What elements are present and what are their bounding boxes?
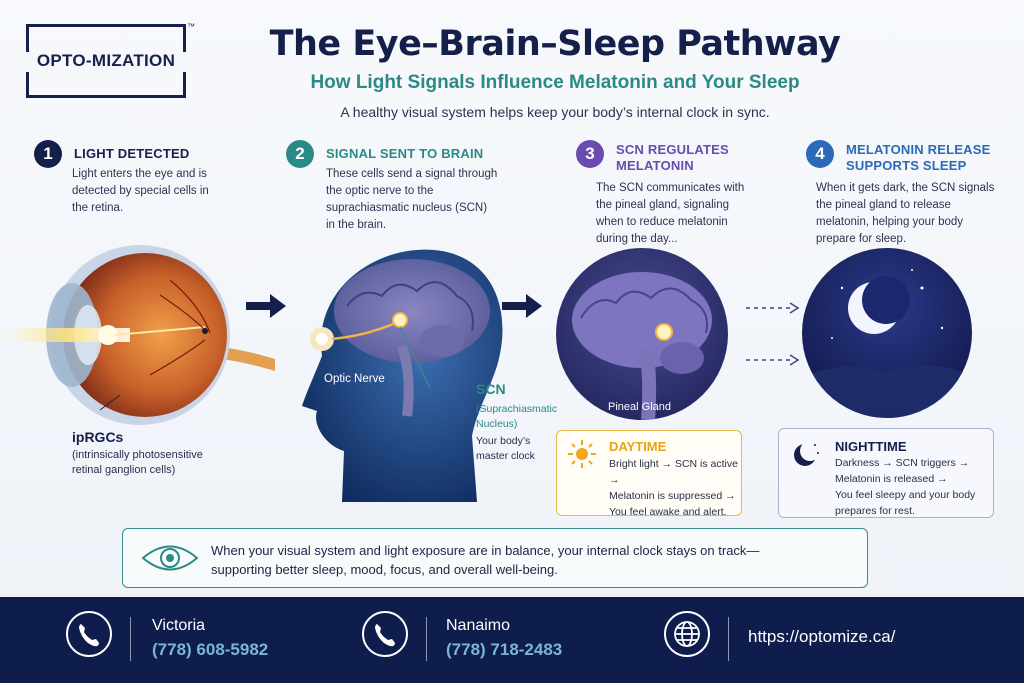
daytime-box: DAYTIME Bright light → SCN is active →Me… [556,430,742,518]
night-sky-illustration [802,248,972,418]
logo-text: OPTO-MIZATION [36,51,176,70]
eye-icon [141,545,199,571]
phone-icon[interactable] [66,611,112,657]
balance-banner: When your visual system and light exposu… [122,528,868,588]
eye-illustration [0,245,275,425]
daytime-title: DAYTIME [609,439,667,454]
step-number: 1 [34,140,62,168]
sun-icon [568,440,596,468]
step-title: LIGHT DETECTED [74,146,190,161]
brand-logo: OPTO-MIZATION ™ [22,22,195,98]
nighttime-box: NIGHTTIME Darkness → SCN triggers →Melat… [778,428,994,518]
iprgcs-label: ipRGCs [72,429,124,445]
pineal-gland-label: Pineal Gland [608,401,671,413]
trademark: ™ [187,22,195,31]
nighttime-text: Darkness → SCN triggers →Melatonin is re… [835,457,976,517]
phone-icon[interactable] [362,611,408,657]
page-subtitle: How Light Signals Influence Melatonin an… [310,72,800,93]
arrow-right-icon [502,294,542,318]
head-brain-illustration [302,249,503,502]
step-1: 1 LIGHT DETECTED Light enters the eye an… [34,140,244,220]
scn-label: SCN [476,381,506,397]
banner-text: When your visual system and light exposu… [211,543,760,577]
optic-nerve-label: Optic Nerve [324,373,385,385]
footer: Victoria (778) 608-5982 Nanaimo (778) 71… [0,597,1024,683]
dashed-arrow-icon [746,302,800,366]
nighttime-title: NIGHTTIME [835,439,907,454]
website-link[interactable]: https://optomize.ca/ [748,627,896,646]
victoria-city: Victoria [152,617,206,634]
pineal-brain-illustration [556,248,728,420]
moon-icon [794,441,820,466]
page-tagline: A healthy visual system helps keep your … [340,104,770,120]
arrow-right-icon [246,294,286,318]
globe-icon[interactable] [664,611,710,657]
nanaimo-city: Nanaimo [446,617,511,634]
nanaimo-phone-link[interactable]: (778) 718-2483 [446,640,563,659]
step-number: 2 [286,140,314,168]
step-number: 3 [576,140,604,168]
step-2: 2 SIGNAL SENT TO BRAIN These cells send … [286,140,526,231]
step-number: 4 [806,140,834,168]
page-title: The Eye–Brain–Sleep Pathway [269,24,841,64]
step-title: SIGNAL SENT TO BRAIN [326,146,484,161]
victoria-phone-link[interactable]: (778) 608-5982 [152,640,269,659]
daytime-text: Bright light → SCN is active →Melatonin … [609,458,738,518]
